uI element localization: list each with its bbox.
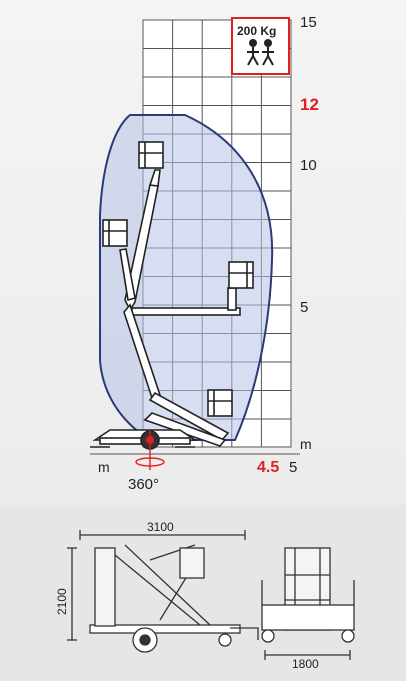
height-unit: m — [300, 436, 312, 452]
dimensions-panel — [0, 505, 406, 681]
outreach-tick-5: 5 — [289, 459, 297, 476]
capacity-label: 200 Kg — [237, 24, 276, 38]
width-dimension: 1800 — [292, 657, 319, 671]
boom-positions — [119, 169, 241, 447]
platform-baskets — [102, 141, 254, 417]
rotation-icon — [135, 430, 165, 470]
side-view — [67, 530, 259, 653]
front-view — [261, 547, 355, 660]
height-tick-15: 15 — [300, 14, 317, 31]
max-height-label: 12 — [300, 95, 319, 114]
length-dimension: 3100 — [147, 520, 174, 534]
capacity-badge — [231, 17, 290, 75]
rotation-label: 360° — [128, 476, 159, 493]
outreach-unit: m — [98, 459, 110, 475]
height-tick-10: 10 — [300, 157, 317, 174]
trailer-chassis — [90, 429, 198, 450]
max-outreach-label: 4.5 — [257, 459, 279, 476]
height-dimension: 2100 — [55, 588, 69, 615]
height-tick-5: 5 — [300, 299, 308, 316]
two-persons-icon — [247, 39, 274, 66]
